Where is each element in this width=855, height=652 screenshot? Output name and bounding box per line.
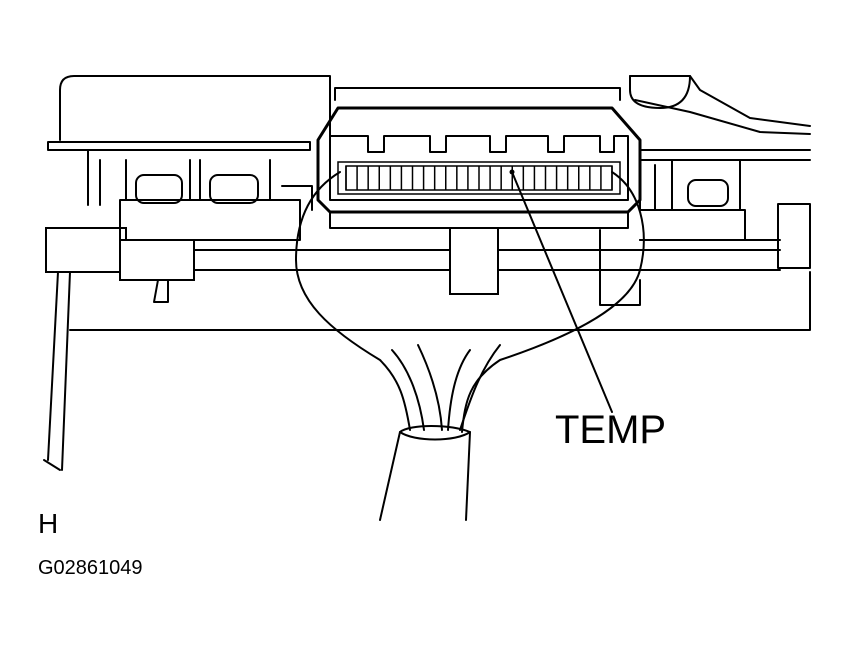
pin-row-outline — [346, 166, 612, 190]
temp-callout-label: TEMP — [555, 408, 667, 452]
left-clips — [88, 150, 312, 210]
right-clips — [640, 160, 810, 268]
wire-harness — [296, 172, 644, 520]
figure-code: G02861049 — [38, 557, 143, 579]
lower-body — [44, 272, 810, 470]
mounting-rail — [46, 200, 780, 305]
connector — [318, 108, 640, 228]
view-letter: H — [38, 508, 59, 539]
temp-leader-line — [512, 172, 612, 412]
ecu-housing — [48, 76, 810, 160]
connector-pins — [346, 166, 612, 190]
temp-pin-marker — [509, 169, 515, 175]
